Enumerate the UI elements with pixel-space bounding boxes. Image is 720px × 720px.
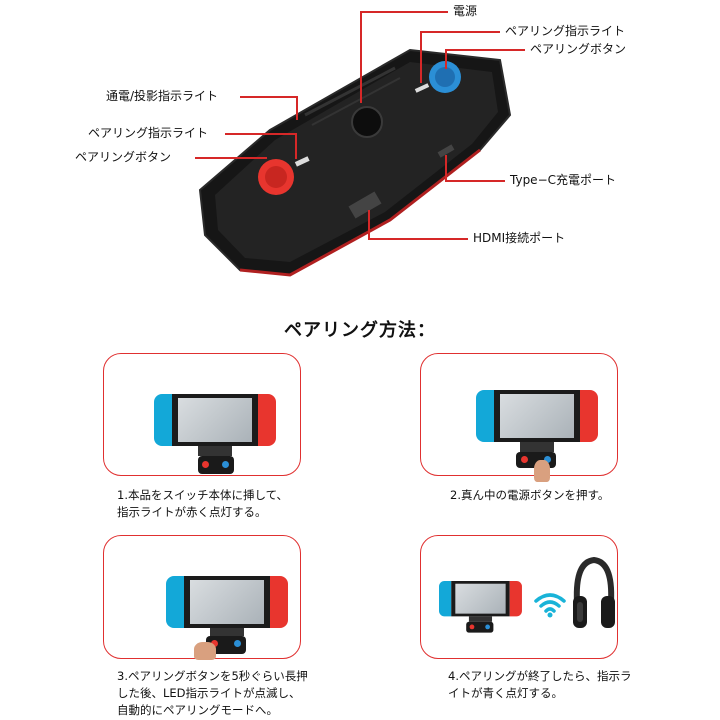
step-card-1 bbox=[103, 353, 301, 476]
step-4-line-2: イトが青く点灯する。 bbox=[448, 686, 563, 700]
step-3-line-1: 3.ペアリングボタンを5秒ぐらい長押 bbox=[117, 669, 308, 683]
callout-hdmi-port: HDMI接続ポート bbox=[473, 231, 566, 245]
callout-pairing-button-right: ペアリングボタン bbox=[530, 42, 627, 56]
wireless-signal-icon bbox=[534, 593, 566, 618]
finger-image bbox=[534, 460, 550, 482]
headphones-icon bbox=[573, 556, 615, 628]
step-3-line-3: 自動的にペアリングモードへ。 bbox=[117, 703, 278, 717]
section-title: ペアリング方法： bbox=[284, 320, 436, 341]
callout-pairing-light-right: ペアリング指示ライト bbox=[505, 24, 626, 38]
step-4-line-1: 4.ペアリングが終了したら、指示ラ bbox=[448, 669, 632, 683]
step-card-4 bbox=[420, 535, 618, 659]
callout-power: 電源 bbox=[453, 4, 478, 18]
step-3-line-2: した後、LED指示ライトが点滅し、 bbox=[117, 686, 301, 700]
callout-typec-port: Type−C充電ポート bbox=[510, 173, 616, 187]
callout-power-cast-light: 通電/投影指示ライト bbox=[106, 89, 219, 103]
finger-image bbox=[194, 642, 216, 660]
step-card-2 bbox=[420, 353, 618, 482]
step-card-3 bbox=[103, 535, 301, 660]
callout-pairing-button-left: ペアリングボタン bbox=[75, 150, 172, 164]
step-1-line-1: 1.本品をスイッチ本体に挿して、 bbox=[117, 488, 289, 502]
step-2-line-1: 2.真ん中の電源ボタンを押す。 bbox=[450, 488, 610, 502]
callout-pairing-light-left: ペアリング指示ライト bbox=[88, 126, 209, 140]
adapter-device-image bbox=[198, 48, 512, 277]
step-1-line-2: 指示ライトが赤く点灯する。 bbox=[117, 505, 267, 519]
